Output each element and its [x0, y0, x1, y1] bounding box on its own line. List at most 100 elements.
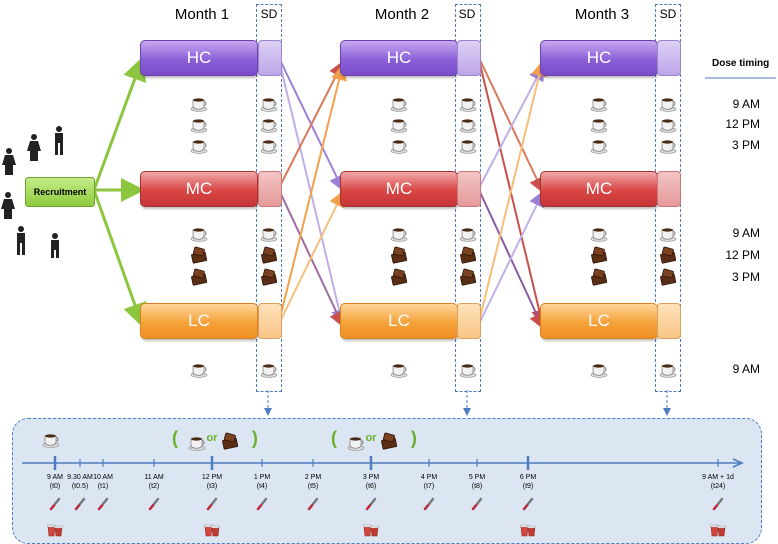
blood-sample-icon — [97, 497, 109, 516]
chocolate-icon — [390, 246, 408, 269]
coffee-cup-icon — [190, 138, 208, 159]
lc-dose-time-1: 9 AM — [732, 362, 760, 376]
tick-time: 6 PM — [519, 474, 537, 481]
urine-sample-icon — [46, 522, 64, 543]
chocolate-icon — [659, 246, 677, 269]
timeline-tick-label: 9.30 AM(t0.5) — [60, 473, 100, 491]
coffee-cup-icon — [390, 226, 408, 247]
timeline-tick-label: 6 PM (t9) — [508, 473, 548, 491]
month-1-hc-arm: HC — [140, 40, 258, 76]
timeline-tick-label: 9 AM(t0) — [35, 473, 75, 491]
coffee-cup-icon — [459, 138, 477, 159]
timeline-tick-label: 1 PM (t4) — [242, 473, 282, 491]
tick-code: (t24) — [710, 483, 726, 490]
coffee-cup-icon — [590, 96, 608, 117]
coffee-cup-icon — [260, 117, 278, 138]
timeline-tick-label: 4 PM (t7) — [409, 473, 449, 491]
month-2-mc-arm: MC — [340, 171, 458, 207]
coffee-cup-icon — [659, 138, 677, 159]
coffee-cup-icon — [459, 96, 477, 117]
month-1-hc-sd — [258, 40, 282, 76]
blood-sample-icon — [522, 497, 534, 516]
tick-time: 5 PM — [468, 474, 486, 481]
month-3-mc-sd — [657, 171, 681, 207]
blood-sample-icon — [148, 497, 160, 516]
chocolate-icon — [390, 268, 408, 291]
coffee-cup-icon — [260, 138, 278, 159]
month-3-mc-arm: MC — [540, 171, 658, 207]
coffee-cup-icon — [42, 432, 60, 453]
coffee-cup-icon — [659, 362, 677, 383]
tick-code: (t0) — [49, 483, 61, 490]
chocolate-icon — [590, 246, 608, 269]
afternoon-dose-choice: ( or ) — [331, 428, 417, 448]
month-2-lc-sd — [457, 303, 481, 339]
blood-sample-icon — [74, 497, 86, 516]
blood-sample-icon — [471, 497, 483, 516]
mc-dose-time-3: 3 PM — [731, 270, 760, 284]
month-2-sd-title: SD — [458, 7, 476, 21]
coffee-cup-icon — [190, 362, 208, 383]
tick-time: 1 PM — [253, 474, 271, 481]
coffee-cup-icon — [590, 138, 608, 159]
month-2-title: Month 2 — [374, 6, 430, 23]
coffee-cup-icon — [347, 435, 365, 456]
hc-dose-time-2: 12 PM — [725, 117, 760, 131]
tick-code: (t1) — [97, 483, 109, 490]
coffee-cup-icon — [190, 226, 208, 247]
tick-time: 11 AM — [144, 474, 164, 481]
coffee-cup-icon — [590, 362, 608, 383]
blood-sample-icon — [423, 497, 435, 516]
coffee-cup-icon — [459, 117, 477, 138]
blood-sample-icon — [307, 497, 319, 516]
coffee-cup-icon — [190, 117, 208, 138]
blood-sample-icon — [206, 497, 218, 516]
noon-dose-choice: ( or ) — [172, 428, 258, 448]
timeline-tick-label: 10 AM(t1) — [83, 473, 123, 491]
tick-code: (t3) — [206, 483, 218, 490]
chocolate-icon — [459, 268, 477, 291]
coffee-cup-icon — [188, 435, 206, 456]
coffee-cup-icon — [590, 117, 608, 138]
timeline-tick-label: 11 AM (t2) — [134, 473, 174, 491]
hc-dose-time-1: 9 AM — [732, 97, 760, 111]
coffee-cup-icon — [260, 96, 278, 117]
tick-code: (t9) — [522, 483, 534, 490]
afternoon-or-label: or — [365, 432, 377, 444]
chocolate-icon — [260, 268, 278, 291]
coffee-cup-icon — [260, 362, 278, 383]
month-2-lc-arm: LC — [340, 303, 458, 339]
month-2-hc-arm: HC — [340, 40, 458, 76]
timeline-tick-label: 3 PM(t6) — [351, 473, 391, 491]
tick-code: (t2) — [148, 483, 160, 490]
timeline-tick-label: 12 PM(t3) — [192, 473, 232, 491]
mc-dose-time-1: 9 AM — [732, 226, 760, 240]
timeline-tick-label: 2 PM(t5) — [293, 473, 333, 491]
month-1-lc-sd — [258, 303, 282, 339]
blood-sample-icon — [256, 497, 268, 516]
month-3-hc-sd — [657, 40, 681, 76]
tick-code: (t8) — [471, 483, 483, 490]
month-3-lc-arm: LC — [540, 303, 658, 339]
blood-sample-icon — [712, 497, 724, 516]
urine-sample-icon — [519, 522, 537, 543]
coffee-cup-icon — [659, 96, 677, 117]
chocolate-icon — [459, 246, 477, 269]
chocolate-icon — [221, 432, 239, 455]
chocolate-icon — [190, 246, 208, 269]
coffee-cup-icon — [390, 138, 408, 159]
chocolate-icon — [590, 268, 608, 291]
coffee-cup-icon — [390, 362, 408, 383]
urine-sample-icon — [203, 522, 221, 543]
tick-code: (t7) — [423, 483, 435, 490]
coffee-cup-icon — [190, 96, 208, 117]
tick-code: (t4) — [256, 483, 268, 490]
tick-time: 4 PM — [420, 474, 438, 481]
month-1-lc-arm: LC — [140, 303, 258, 339]
coffee-cup-icon — [659, 226, 677, 247]
dose-timing-title: Dose timing — [712, 58, 770, 69]
coffee-cup-icon — [459, 226, 477, 247]
urine-sample-icon — [709, 522, 727, 543]
